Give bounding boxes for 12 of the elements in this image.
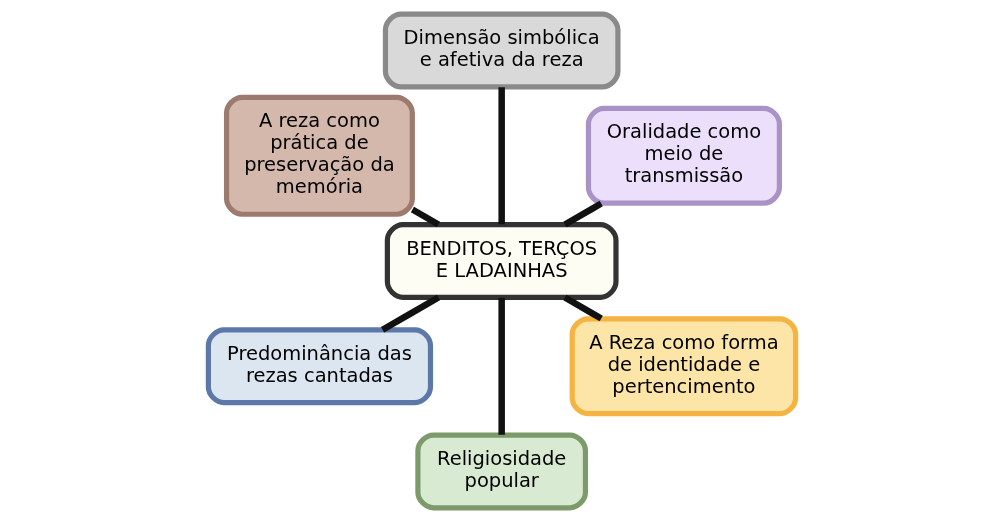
node-box: Dimensão simbólica e afetiva da reza [382,11,620,90]
node-box: Oralidade como meio de transmissão [585,105,782,206]
connector [497,86,505,224]
node-box: Religiosidade popular [414,431,588,510]
node-box: Predominância das rezas cantadas [205,326,433,405]
node-box: A Reza como forma de identidade e pertencimento [569,315,798,416]
connector [562,294,603,321]
connector [410,206,440,227]
connector [497,297,505,435]
node-box: BENDITOS, TERÇOS E LADAINHAS [384,221,619,300]
node-box: A reza como prática de preservação da memória [223,94,415,217]
connector [562,200,603,227]
